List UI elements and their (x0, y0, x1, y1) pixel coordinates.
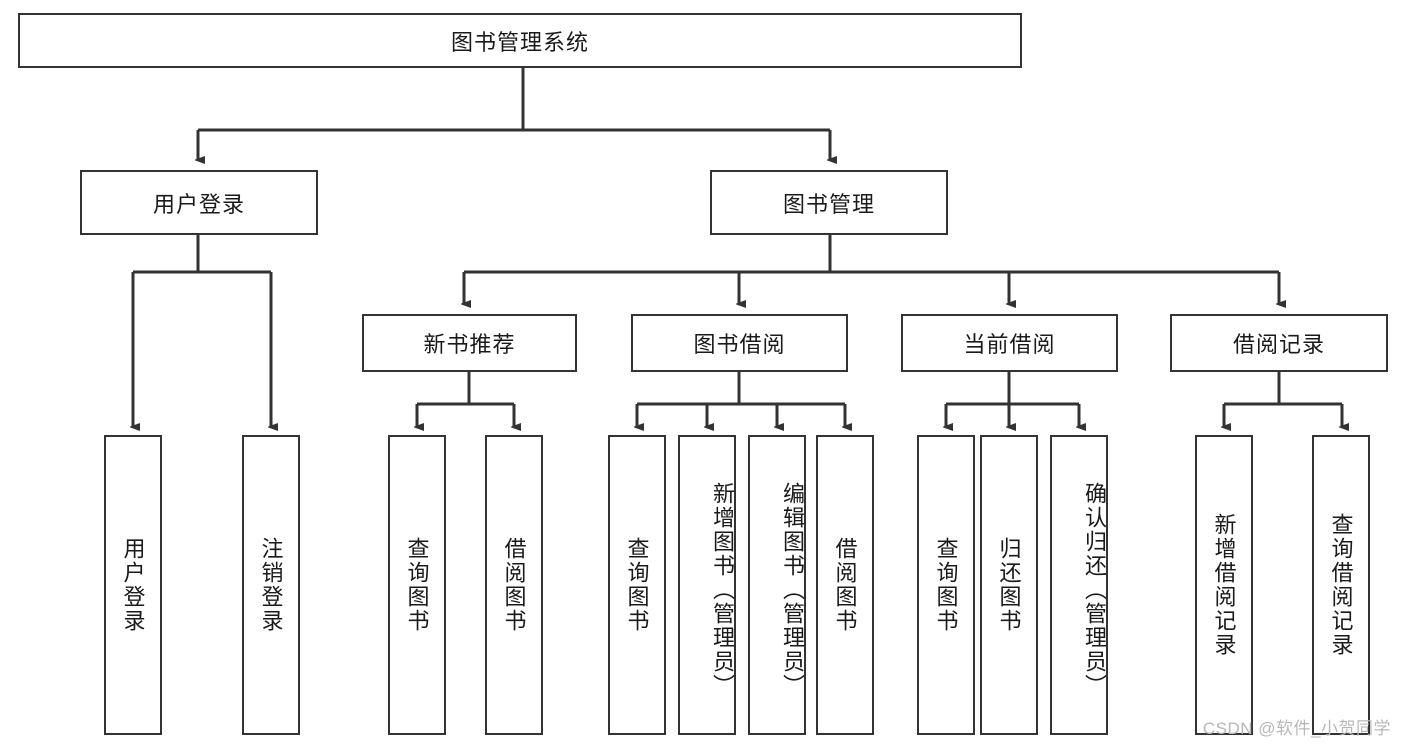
node-leaf-return-book-label: 归还图书 (996, 537, 1022, 633)
node-borrow-record[interactable]: 借阅记录 (1170, 314, 1388, 372)
node-leaf-query-book-3[interactable]: 查询图书 (917, 435, 975, 735)
node-new-book-recommend[interactable]: 新书推荐 (362, 314, 577, 372)
node-leaf-add-book[interactable]: 新增图书（管理员） (678, 435, 736, 735)
node-book-borrow[interactable]: 图书借阅 (631, 314, 848, 372)
node-leaf-edit-book-label: 编辑图书（管理员） (780, 482, 805, 698)
node-leaf-query-record-label: 查询借阅记录 (1328, 513, 1354, 657)
node-leaf-add-record-label: 新增借阅记录 (1211, 513, 1237, 657)
node-leaf-query-book-1-label: 查询图书 (404, 537, 430, 633)
node-leaf-logout[interactable]: 注销登录 (242, 435, 300, 735)
node-user-login[interactable]: 用户登录 (80, 170, 318, 235)
node-new-book-recommend-label: 新书推荐 (423, 332, 516, 357)
node-leaf-confirm-return[interactable]: 确认归还（管理员） (1050, 435, 1108, 735)
node-leaf-borrow-book-2[interactable]: 借阅图书 (816, 435, 874, 735)
node-leaf-borrow-book-1[interactable]: 借阅图书 (485, 435, 543, 735)
node-leaf-user-login[interactable]: 用户登录 (104, 435, 162, 735)
node-leaf-query-record[interactable]: 查询借阅记录 (1312, 435, 1370, 735)
node-user-login-label: 用户登录 (152, 191, 245, 217)
node-leaf-query-book-2[interactable]: 查询图书 (608, 435, 666, 735)
node-root-label: 图书管理系统 (450, 29, 589, 55)
node-leaf-logout-label: 注销登录 (258, 537, 284, 633)
node-book-management[interactable]: 图书管理 (710, 170, 948, 235)
node-leaf-query-book-2-label: 查询图书 (624, 537, 650, 633)
node-leaf-borrow-book-1-label: 借阅图书 (501, 537, 527, 633)
node-leaf-add-book-label: 新增图书（管理员） (710, 482, 735, 698)
node-current-borrow[interactable]: 当前借阅 (901, 314, 1118, 372)
node-borrow-record-label: 借阅记录 (1232, 332, 1325, 357)
node-leaf-add-record[interactable]: 新增借阅记录 (1195, 435, 1253, 735)
node-book-borrow-label: 图书借阅 (693, 332, 786, 357)
node-leaf-return-book[interactable]: 归还图书 (980, 435, 1038, 735)
watermark: CSDN @软件_小贺同学 (1202, 719, 1391, 738)
node-leaf-edit-book[interactable]: 编辑图书（管理员） (748, 435, 806, 735)
node-current-borrow-label: 当前借阅 (963, 332, 1056, 357)
node-root[interactable]: 图书管理系统 (18, 13, 1022, 68)
node-leaf-query-book-1[interactable]: 查询图书 (388, 435, 446, 735)
node-leaf-user-login-label: 用户登录 (120, 537, 146, 633)
node-leaf-confirm-return-label: 确认归还（管理员） (1082, 482, 1107, 698)
node-book-management-label: 图书管理 (782, 191, 875, 217)
node-leaf-borrow-book-2-label: 借阅图书 (832, 537, 858, 633)
node-leaf-query-book-3-label: 查询图书 (933, 537, 959, 633)
